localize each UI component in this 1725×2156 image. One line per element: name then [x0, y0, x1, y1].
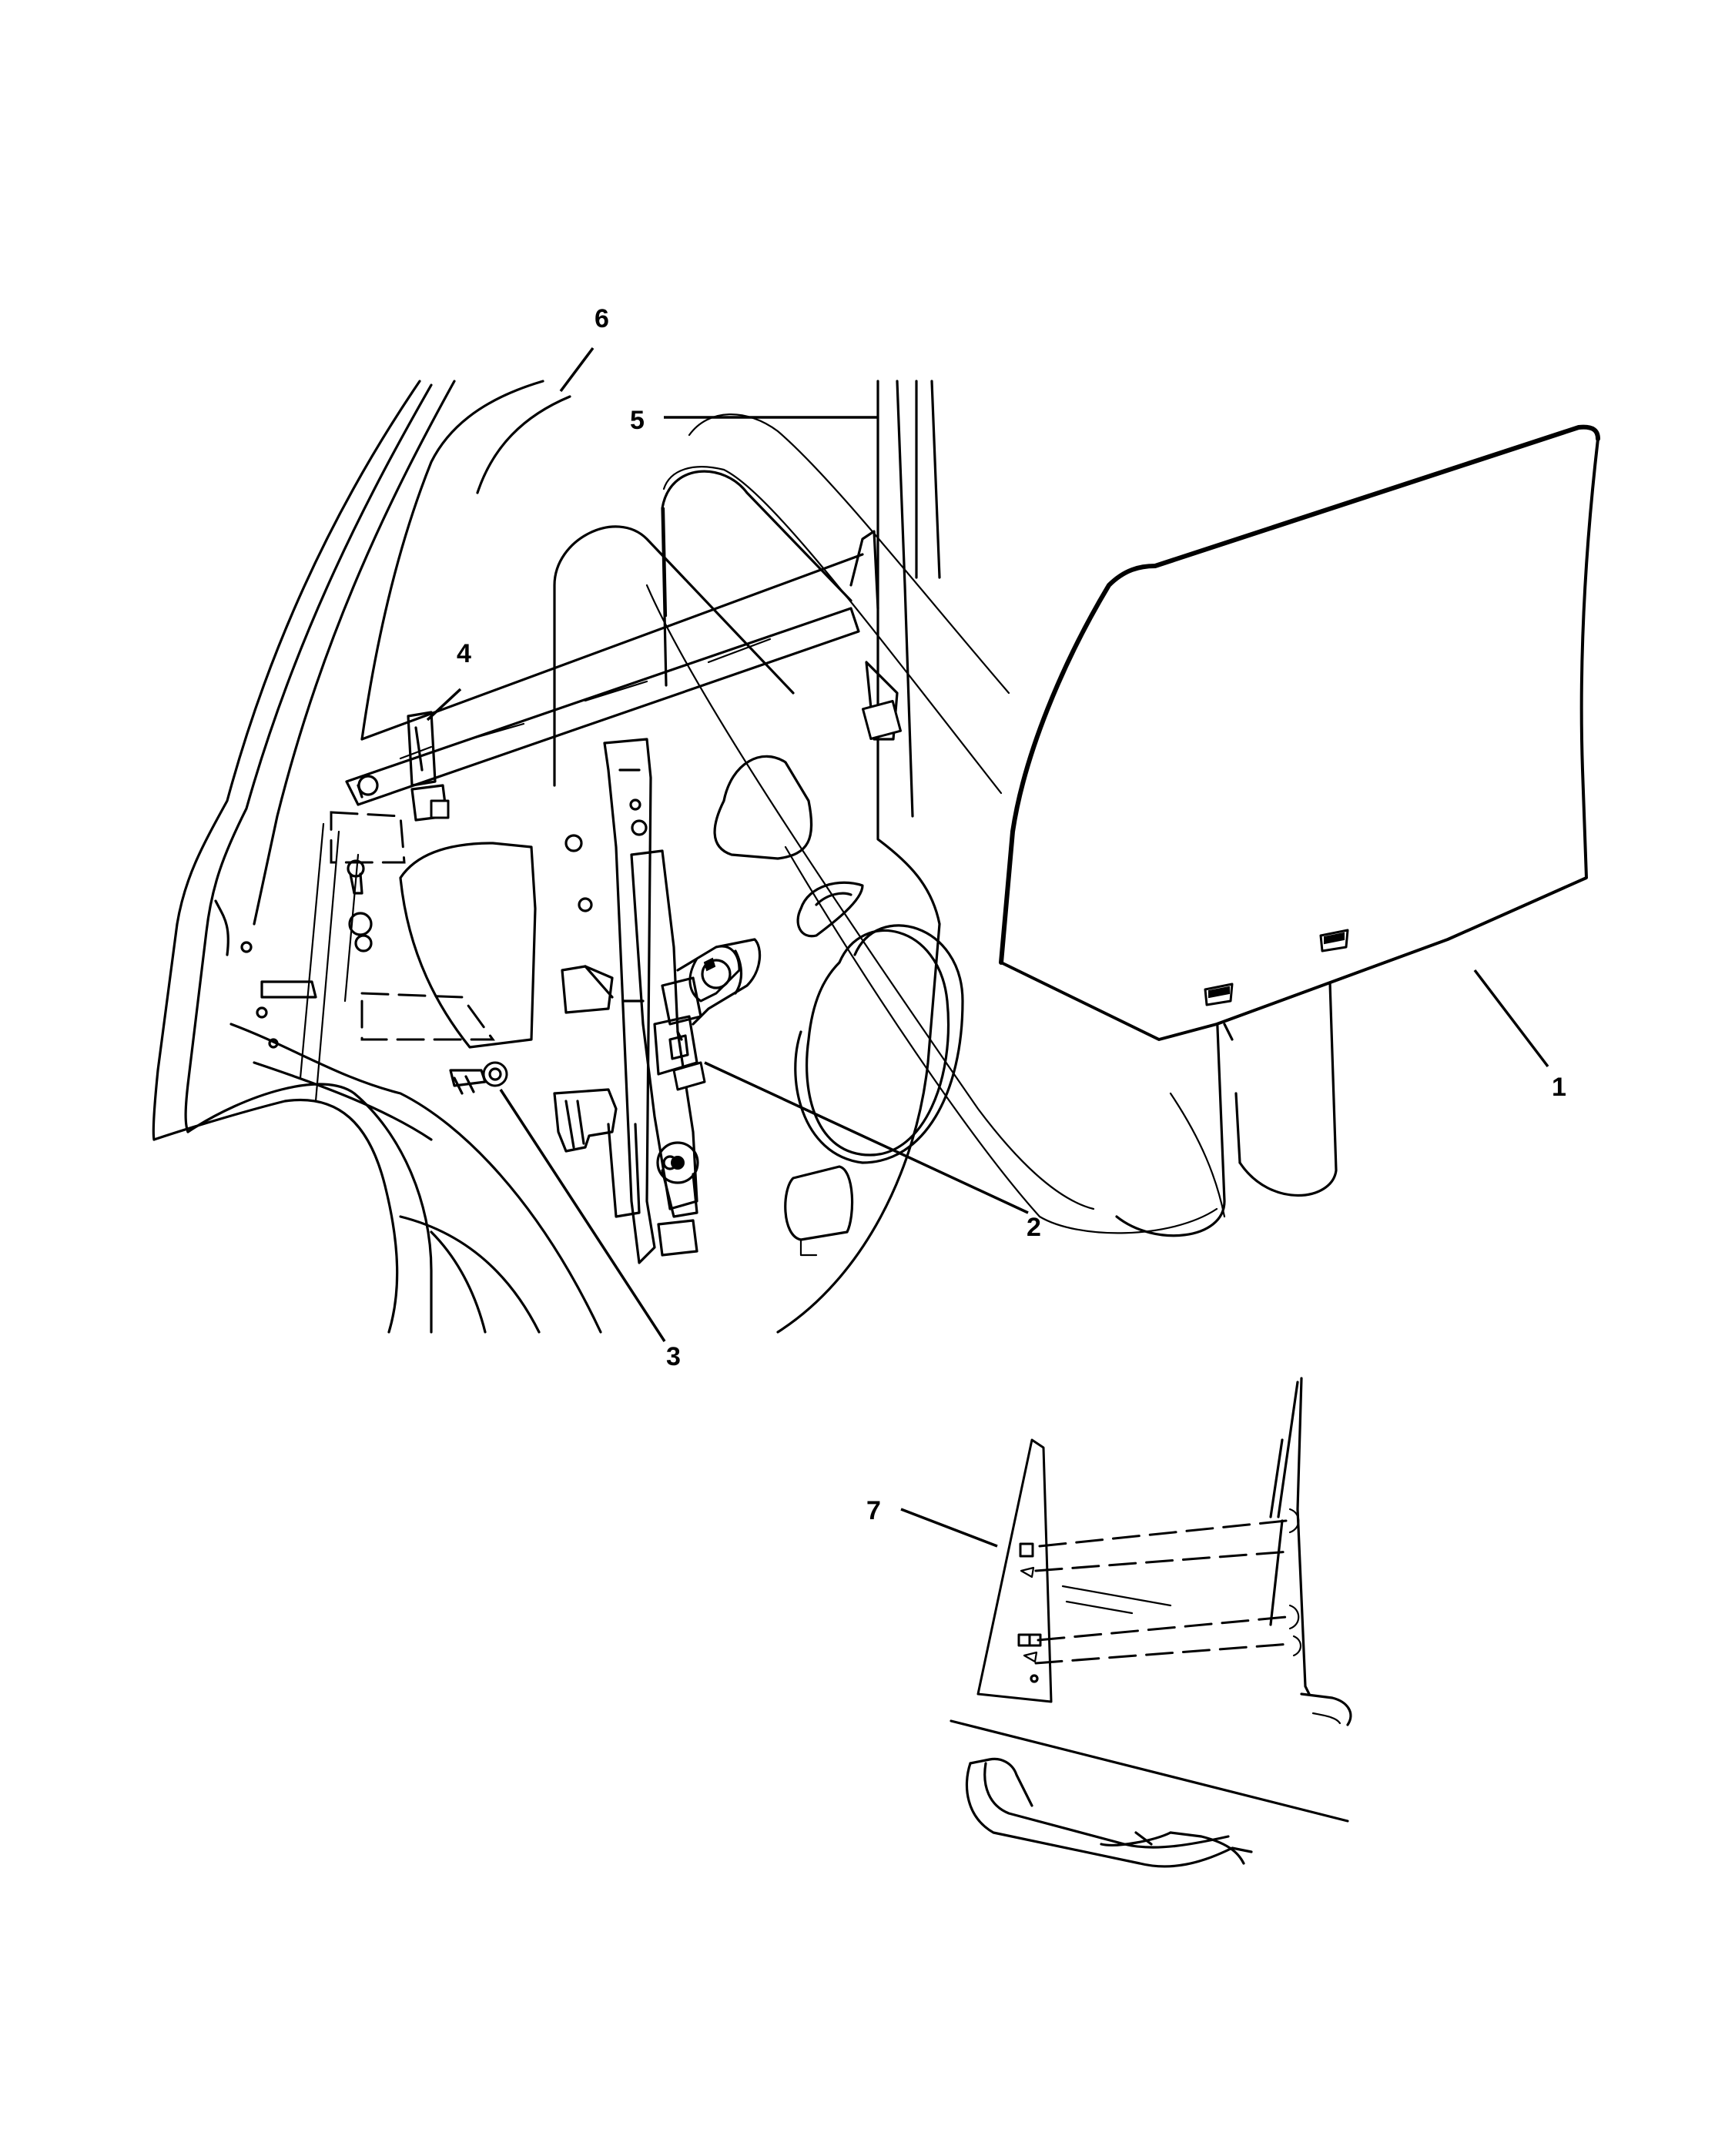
bolt-fastener [449, 1061, 508, 1095]
door-frame [152, 380, 941, 1334]
inset-view [950, 1377, 1352, 1868]
window-run-channel [345, 530, 902, 806]
callout-6: 6 [595, 304, 609, 333]
leader-lines [426, 346, 1549, 1548]
window-regulator [553, 738, 762, 1264]
callout-2: 2 [1027, 1213, 1041, 1242]
callouts: 1 2 3 4 5 6 7 [457, 304, 1566, 1525]
callout-3: 3 [666, 1342, 681, 1371]
division-bar-bracket [407, 711, 450, 822]
inner-door-panel [214, 470, 964, 1257]
door-glass [645, 413, 1600, 1237]
callout-5: 5 [630, 406, 645, 435]
callout-7: 7 [866, 1496, 881, 1525]
callout-4: 4 [457, 639, 471, 668]
callout-1: 1 [1552, 1073, 1566, 1102]
